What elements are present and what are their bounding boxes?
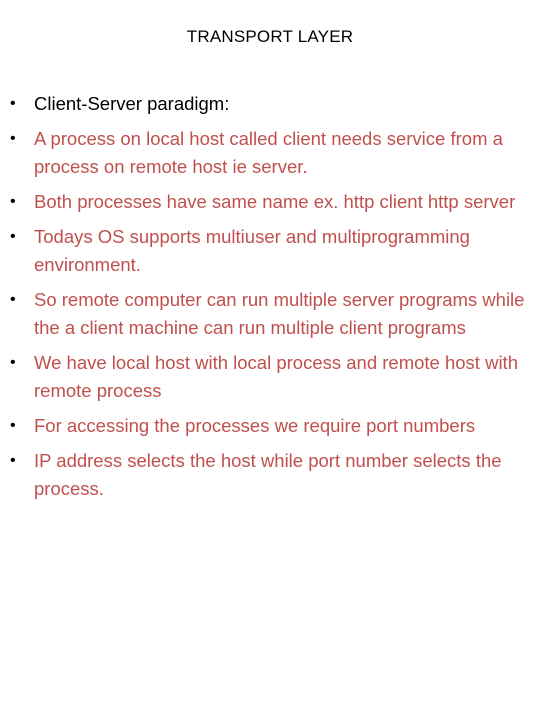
bullet-icon: • <box>10 228 16 245</box>
bullet-item: • Both processes have same name ex. http… <box>10 188 536 216</box>
bullet-text: Todays OS supports multiuser and multipr… <box>34 226 470 275</box>
bullet-item: • IP address selects the host while port… <box>10 447 536 503</box>
bullet-text: Client-Server paradigm: <box>34 93 230 114</box>
bullet-icon: • <box>10 193 16 210</box>
bullet-text: Both processes have same name ex. http c… <box>34 191 516 212</box>
bullet-item: • For accessing the processes we require… <box>10 412 536 440</box>
bullet-item: • Todays OS supports multiuser and multi… <box>10 223 536 279</box>
bullet-item: • We have local host with local process … <box>10 349 536 405</box>
bullet-text: For accessing the processes we require p… <box>34 415 476 436</box>
bullet-icon: • <box>10 354 16 371</box>
bullet-icon: • <box>10 130 16 147</box>
slide-title: TRANSPORT LAYER <box>186 27 354 46</box>
bullet-icon: • <box>10 452 16 469</box>
bullet-text: We have local host with local process an… <box>34 352 518 401</box>
bullet-icon: • <box>10 95 16 112</box>
bullet-icon: • <box>10 291 16 308</box>
bullet-item: • A process on local host called client … <box>10 125 536 181</box>
bullet-text: So remote computer can run multiple serv… <box>34 289 525 338</box>
bullet-item: • So remote computer can run multiple se… <box>10 286 536 342</box>
bullet-icon: • <box>10 417 16 434</box>
bullet-list: • Client-Server paradigm: • A process on… <box>10 90 536 510</box>
bullet-text: IP address selects the host while port n… <box>34 450 502 499</box>
bullet-text: A process on local host called client ne… <box>34 128 503 177</box>
bullet-item: • Client-Server paradigm: <box>10 90 536 118</box>
